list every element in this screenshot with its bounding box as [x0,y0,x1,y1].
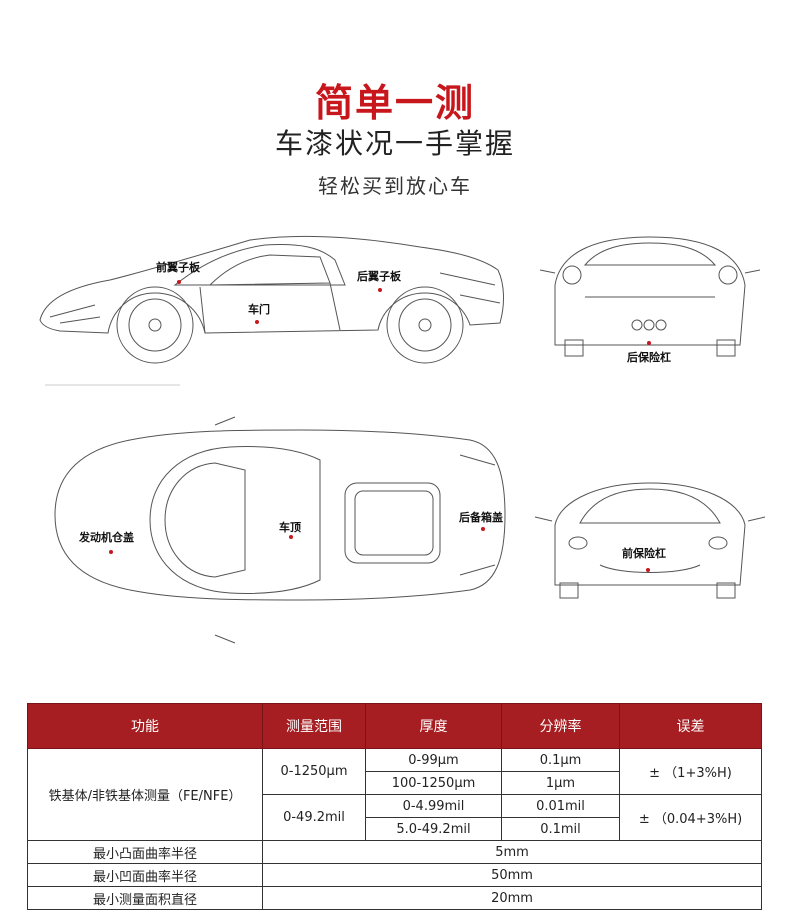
row-value: 50mm [262,863,762,887]
label-roof: 车顶 [279,521,301,534]
label-rear-fender: 后翼子板 [357,270,401,283]
label-trunk: 后备箱盖 [459,511,503,524]
table-row: 100-1250μm 1μm [28,771,762,795]
thickness-cell: 0-4.99mil [365,794,502,818]
table-header-row: 功能 测量范围 厚度 分辨率 误差 [27,703,762,749]
page-title: 简单一测 [314,81,475,125]
row-label: 最小测量面积直径 [27,886,263,910]
car-top-view [54,416,506,644]
row-value: 5mm [262,840,762,864]
range-um: 0-1250μm [262,748,366,795]
thickness-cell: 0-99μm [365,748,502,772]
point-front-bumper [646,568,650,572]
table-row: 0-49.2mil 0-4.99mil 0.01mil ± （0.04+3%H) [28,794,762,841]
row-label: 最小凸面曲率半径 [27,840,263,864]
thickness-cell: 5.0-49.2mil [365,817,502,841]
table-row: 最小凸面曲率半径 5mm [27,840,762,864]
car-side-view [39,235,504,364]
row-value: 20mm [262,886,762,910]
table-row: 最小测量面积直径 20mm [27,886,762,910]
label-hood: 发动机仓盖 [79,531,134,544]
table-row: 铁基体/非铁基体测量（FE/NFE） 0-1250μm 0-99μm 0.1μm… [27,748,762,841]
resolution-cell: 1μm [501,771,620,795]
label-door: 车门 [248,303,270,316]
header-error: 误差 [619,703,762,749]
header-range: 测量范围 [262,703,366,749]
car-front-view [534,482,766,599]
row-label: 最小凹面曲率半径 [27,863,263,887]
resolution-cell: 0.1mil [501,817,620,841]
fe-nfe-label: 铁基体/非铁基体测量（FE/NFE） [27,748,263,841]
label-front-bumper: 前保险杠 [622,547,666,560]
error-mil: ± （0.04+3%H) [619,794,762,841]
point-rear-bumper [647,341,651,345]
resolution-cell: 0.1μm [501,748,620,772]
car-diagram: 前翼子板 后翼子板 车门 后保险杠 发动机仓盖 车顶 后备箱盖 前保险杠 [0,225,790,655]
thickness-cell: 100-1250μm [365,771,502,795]
point-hood [109,550,113,554]
point-rear-fender [378,288,382,292]
point-door [255,320,259,324]
car-rear-view [539,236,761,357]
error-um: ± （1+3%H) [619,748,762,795]
point-roof [289,535,293,539]
point-trunk [481,527,485,531]
spec-table: 功能 测量范围 厚度 分辨率 误差 铁基体/非铁基体测量（FE/NFE） 0-1… [27,703,762,910]
point-front-fender [177,280,181,284]
label-front-fender: 前翼子板 [156,261,200,274]
page-tagline: 轻松买到放心车 [318,174,472,198]
table-row: 5.0-49.2mil 0.1mil [28,817,762,841]
page-subtitle: 车漆状况一手掌握 [274,127,515,160]
header-function: 功能 [27,703,263,749]
resolution-cell: 0.01mil [501,794,620,818]
table-row: 最小凹面曲率半径 50mm [27,863,762,887]
header-thickness: 厚度 [365,703,502,749]
range-mil: 0-49.2mil [262,794,366,841]
label-rear-bumper: 后保险杠 [627,351,671,364]
header-resolution: 分辨率 [501,703,620,749]
